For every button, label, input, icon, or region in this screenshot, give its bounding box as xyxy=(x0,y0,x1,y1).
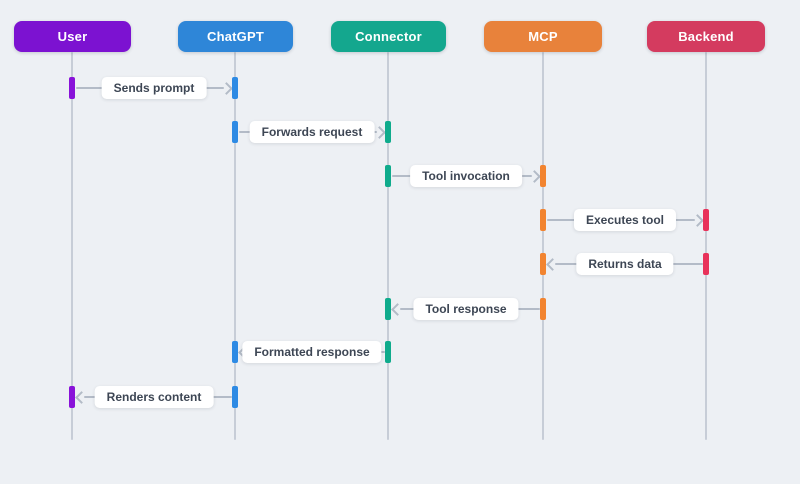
activation-bar-mcp xyxy=(540,253,546,275)
activation-bar-chatgpt xyxy=(232,386,238,408)
actor-label-user: User xyxy=(57,29,88,44)
lifeline-chatgpt xyxy=(234,52,236,440)
arrowhead-right-icon xyxy=(220,82,233,95)
actor-header-user: User xyxy=(14,21,131,52)
lifeline-backend xyxy=(705,52,707,440)
activation-bar-connector xyxy=(385,165,391,187)
arrowhead-left-icon xyxy=(546,258,559,271)
activation-bar-backend xyxy=(703,209,709,231)
lifeline-user xyxy=(71,52,73,440)
activation-bar-user xyxy=(69,77,75,99)
actor-label-connector: Connector xyxy=(355,29,422,44)
activation-bar-mcp xyxy=(540,209,546,231)
activation-bar-chatgpt xyxy=(232,341,238,363)
lifeline-mcp xyxy=(542,52,544,440)
arrowhead-right-icon xyxy=(373,126,386,139)
arrowhead-left-icon xyxy=(391,303,404,316)
activation-bar-user xyxy=(69,386,75,408)
message-label: Formatted response xyxy=(242,341,382,363)
message-label: Executes tool xyxy=(573,209,677,231)
arrowhead-left-icon xyxy=(75,391,88,404)
actor-header-chatgpt: ChatGPT xyxy=(178,21,293,52)
message-label: Renders content xyxy=(94,386,214,408)
activation-bar-chatgpt xyxy=(232,77,238,99)
arrowhead-right-icon xyxy=(528,170,541,183)
activation-bar-mcp xyxy=(540,165,546,187)
actor-header-connector: Connector xyxy=(331,21,446,52)
activation-bar-backend xyxy=(703,253,709,275)
activation-bar-connector xyxy=(385,121,391,143)
activation-bar-mcp xyxy=(540,298,546,320)
actor-header-mcp: MCP xyxy=(484,21,602,52)
actor-label-chatgpt: ChatGPT xyxy=(206,29,264,44)
actor-label-mcp: MCP xyxy=(528,29,558,44)
actor-header-backend: Backend xyxy=(647,21,765,52)
arrowhead-right-icon xyxy=(691,214,704,227)
message-label: Tool response xyxy=(413,298,519,320)
message-label: Tool invocation xyxy=(410,165,522,187)
activation-bar-connector xyxy=(385,341,391,363)
message-label: Sends prompt xyxy=(101,77,207,99)
activation-bar-connector xyxy=(385,298,391,320)
message-label: Forwards request xyxy=(249,121,375,143)
lifeline-connector xyxy=(387,52,389,440)
message-label: Returns data xyxy=(576,253,674,275)
actor-label-backend: Backend xyxy=(678,29,734,44)
activation-bar-chatgpt xyxy=(232,121,238,143)
